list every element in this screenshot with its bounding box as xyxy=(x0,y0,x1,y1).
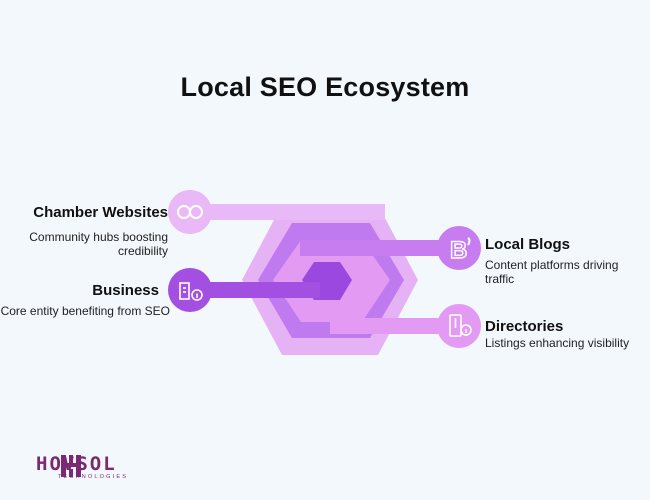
business-node xyxy=(168,268,212,312)
page-title: Local SEO Ecosystem xyxy=(180,72,470,102)
building-info-icon xyxy=(179,282,203,301)
business-title: Business xyxy=(92,282,159,299)
logo-subtitle: TECHNOLOGIES xyxy=(58,474,129,480)
zip-file-info-icon xyxy=(449,314,472,337)
svg-text:B: B xyxy=(450,237,467,264)
local-blogs-title: Local Blogs xyxy=(485,236,571,253)
connector-directories xyxy=(330,318,460,334)
hovsol-logo xyxy=(61,455,81,477)
directories-title: Directories xyxy=(485,318,564,335)
connector-chamber xyxy=(190,204,385,220)
blog-b-icon: B xyxy=(449,236,471,265)
logo-wordmark: HOVSOL xyxy=(36,453,117,475)
blogs-node xyxy=(437,226,481,270)
directories-node xyxy=(437,304,481,348)
chamber-websites-description: Community hubs boosting credibility xyxy=(29,230,168,258)
chamber-websites-title: Chamber Websites xyxy=(33,204,168,221)
local-blogs-description: Content platforms driving traffic xyxy=(485,258,619,286)
connector-business xyxy=(190,282,320,298)
infinity-link-icon xyxy=(177,205,203,219)
connector-blogs xyxy=(300,240,460,256)
directories-description: Listings enhancing visibility xyxy=(485,336,630,350)
business-description: Core entity benefiting from SEO xyxy=(0,304,170,318)
